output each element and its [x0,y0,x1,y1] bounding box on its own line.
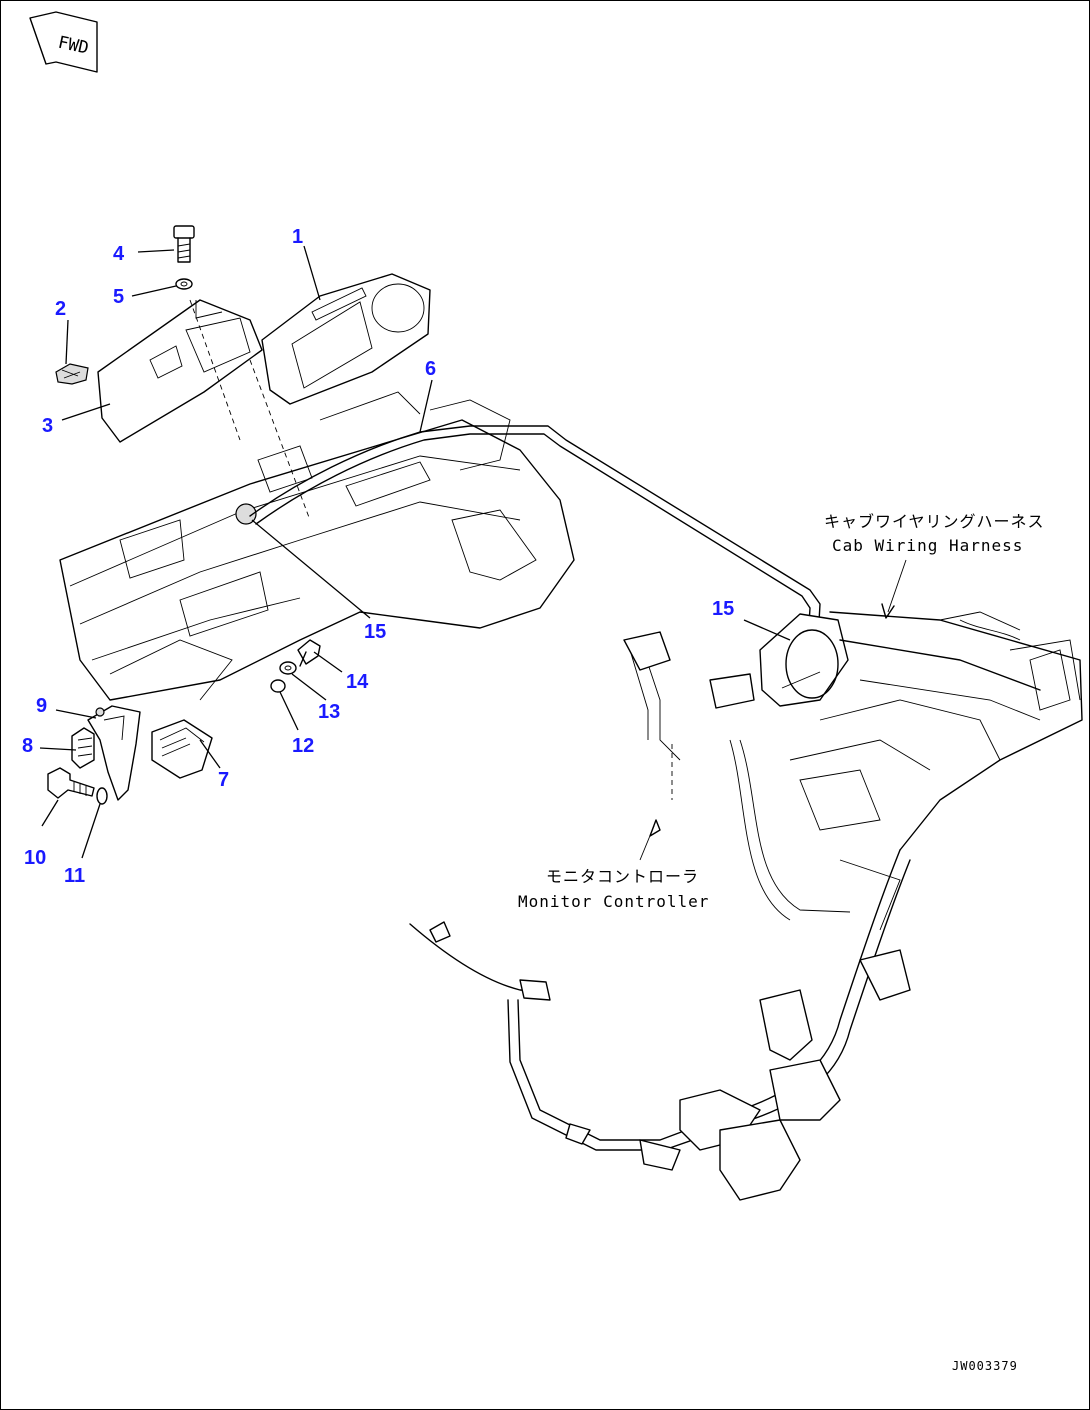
callout-4[interactable]: 4 [113,243,125,265]
callout-2[interactable]: 2 [55,298,66,320]
callout-10[interactable]: 10 [24,847,46,869]
callout-7[interactable]: 7 [218,769,229,791]
drawing-code: JW003379 [952,1359,1018,1373]
harness-clamp-part-15[interactable] [759,613,849,707]
callout-14[interactable]: 14 [346,671,369,693]
cab-harness-label-en: Cab Wiring Harness [832,536,1023,555]
cover-panel-part-3[interactable] [97,299,263,443]
bracket-part-9[interactable] [87,705,141,801]
bolt-part-10[interactable] [47,767,95,799]
callout-9[interactable]: 9 [36,695,47,717]
nut-part-12[interactable] [270,679,286,693]
monitor-panel-part-1[interactable] [261,273,431,405]
fwd-arrow-icon: FWD [29,11,98,73]
monitor-controller-label-jp: モニタコントローラ [546,867,699,886]
washer-part-11[interactable] [96,787,108,805]
bolt-part-14[interactable] [297,639,321,667]
callout-5[interactable]: 5 [113,286,124,308]
callout-1[interactable]: 1 [292,226,303,248]
monitor-controller-label-en: Monitor Controller [518,892,709,911]
callout-6[interactable]: 6 [425,358,436,380]
clip-part-2[interactable] [55,363,89,385]
bolt-part-4[interactable] [173,225,195,263]
bolt-part-8[interactable] [71,727,95,769]
callout-11[interactable]: 11 [64,865,85,887]
leader-lines [39,245,907,859]
washer-part-5[interactable] [175,278,193,290]
callout-15-console[interactable]: 15 [364,621,386,643]
washer-part-13[interactable] [279,661,297,675]
callout-3[interactable]: 3 [42,415,53,437]
cab-harness-label-jp: キャブワイヤリングハーネス [824,512,1045,531]
callout-15-harness[interactable]: 15 [712,598,734,620]
monitor-controller-location [639,744,673,861]
cab-wiring-harness[interactable] [249,425,821,641]
callout-8[interactable]: 8 [22,735,33,757]
cab-floor-assembly [789,611,1083,931]
dashboard-console [59,391,575,701]
part-labels: キャブワイヤリングハーネス Cab Wiring Harness モニタコントロ… [518,512,1045,1373]
callout-12[interactable]: 12 [292,735,314,757]
monitor-controller-part-7[interactable] [151,719,213,779]
callout-13[interactable]: 13 [318,701,340,723]
callout-numbers: 1 2 3 4 5 6 7 8 9 10 11 12 13 14 15 15 [22,226,734,887]
lower-harness [409,631,911,1201]
